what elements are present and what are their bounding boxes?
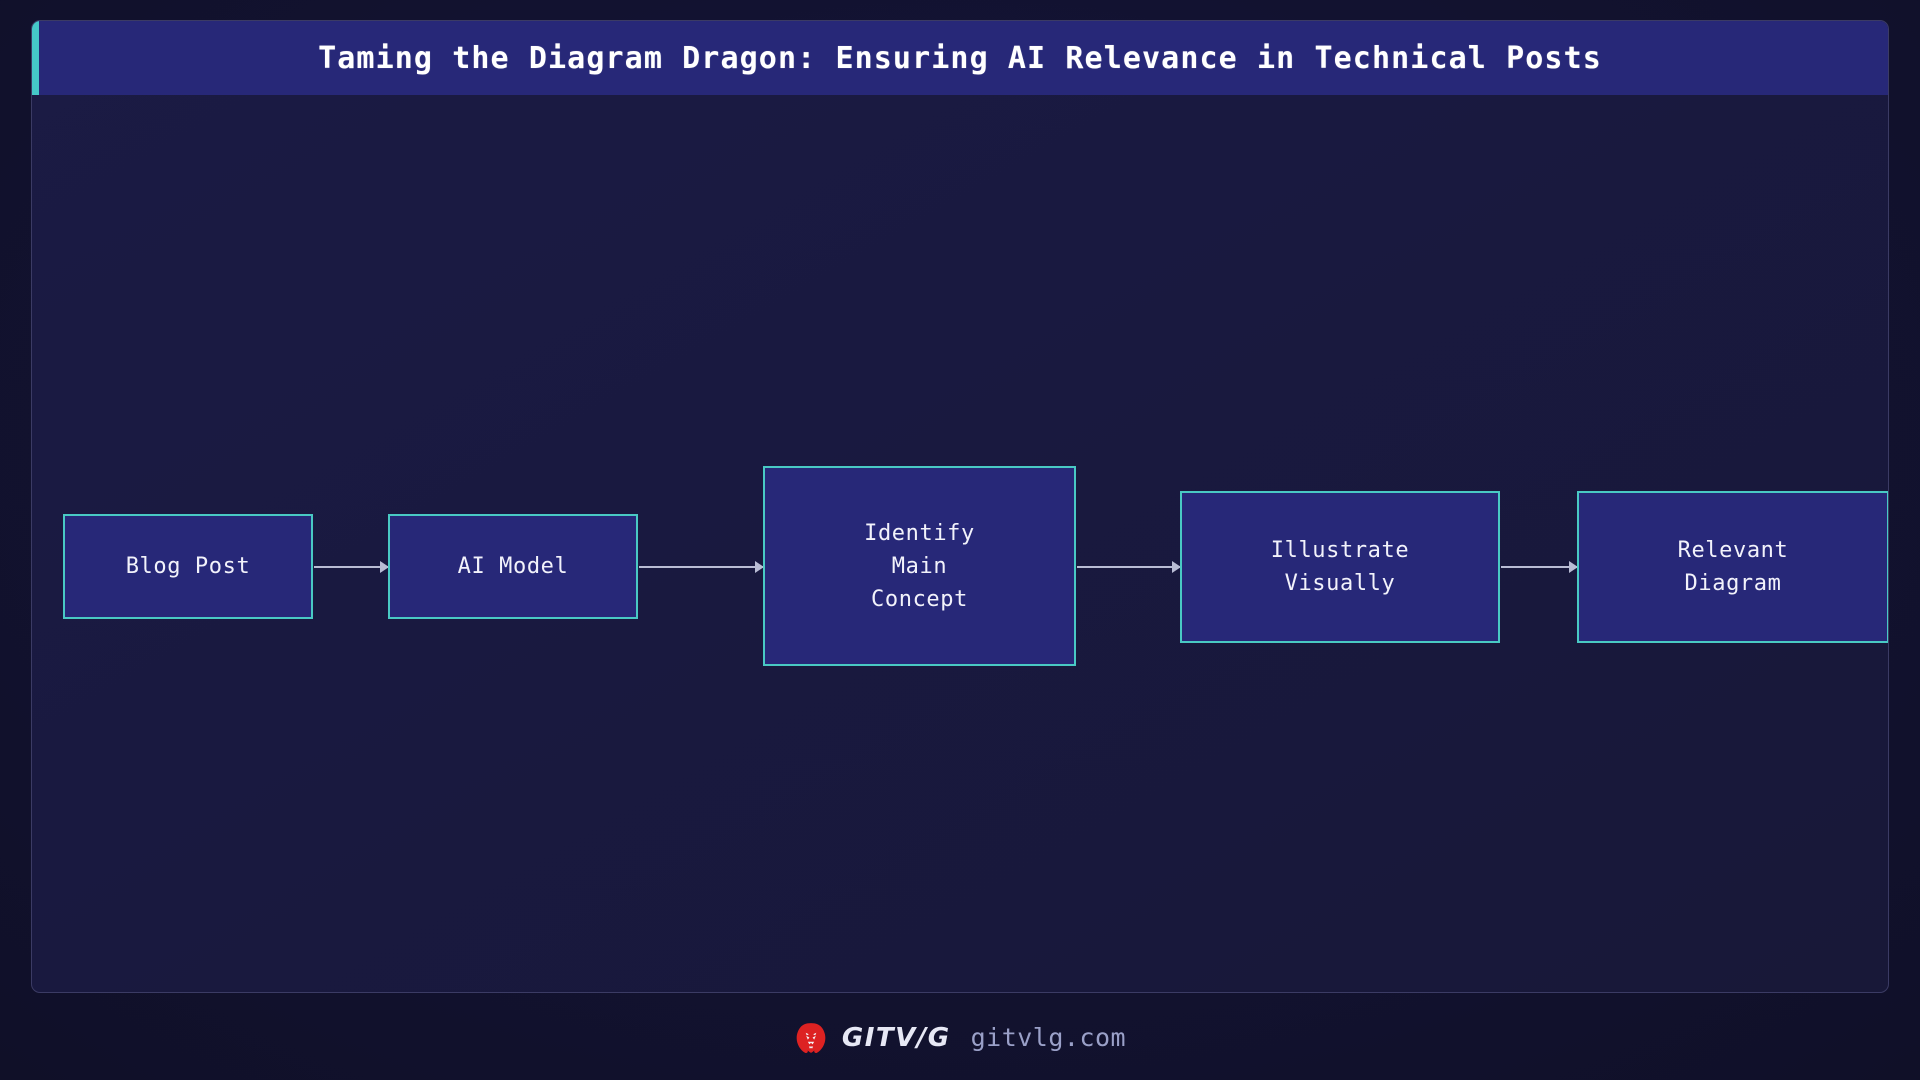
edge-blog-post-to-ai-model (314, 566, 388, 568)
node-illustrate-visually[interactable]: Illustrate Visually (1180, 491, 1500, 643)
node-identify-main-concept[interactable]: Identify Main Concept (763, 466, 1076, 666)
node-label: Relevant Diagram (1677, 538, 1789, 596)
header-accent-bar (32, 21, 39, 95)
brand-url: gitvlg.com (970, 1023, 1127, 1052)
edge-ai-model-to-identify-main-concept (639, 566, 763, 568)
node-label: Blog Post (125, 554, 251, 579)
edge-illustrate-visually-to-relevant-diagram (1501, 566, 1577, 568)
diagram-canvas: Blog Post AI Model Identify Main Concept… (32, 95, 1888, 992)
node-blog-post[interactable]: Blog Post (63, 514, 313, 619)
node-label: Illustrate Visually (1270, 538, 1410, 596)
node-label: AI Model (457, 554, 569, 579)
node-label: Identify Main Concept (864, 520, 975, 612)
node-ai-model[interactable]: AI Model (388, 514, 638, 619)
diagram-card: Taming the Diagram Dragon: Ensuring AI R… (31, 20, 1889, 993)
page-title: Taming the Diagram Dragon: Ensuring AI R… (318, 40, 1602, 76)
header-bar: Taming the Diagram Dragon: Ensuring AI R… (32, 21, 1888, 95)
node-relevant-diagram[interactable]: Relevant Diagram (1577, 491, 1888, 643)
footer: GITV/G gitvlg.com (0, 1010, 1920, 1065)
lion-head-icon (794, 1021, 828, 1055)
edge-identify-main-concept-to-illustrate-visually (1077, 566, 1180, 568)
brand-name: GITV/G (841, 1022, 951, 1053)
